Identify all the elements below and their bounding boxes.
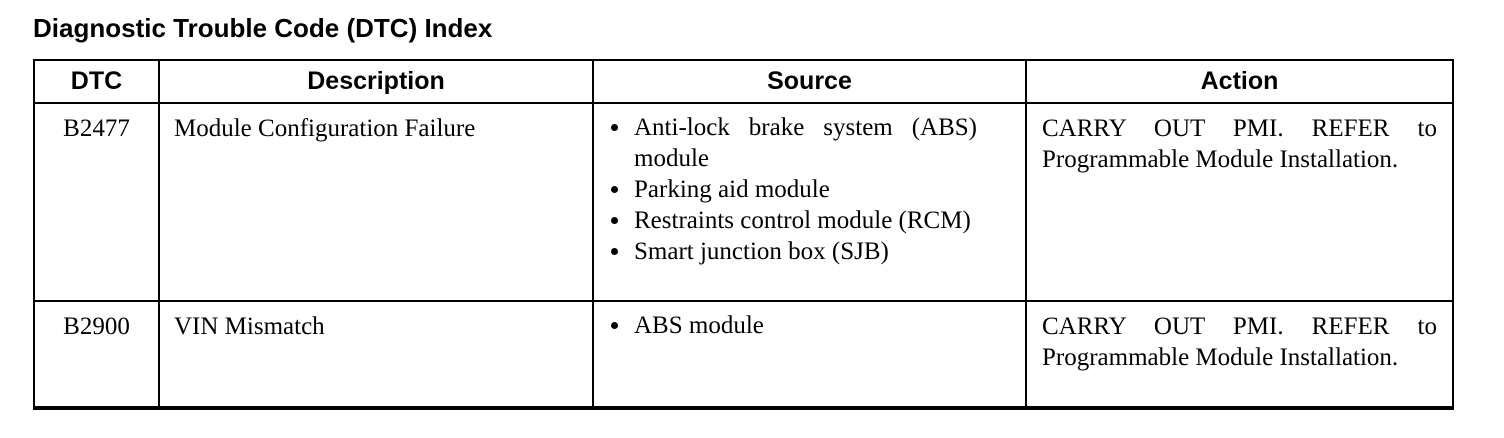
description-cell: VIN Mismatch <box>158 300 594 409</box>
dtc-code-cell: B2477 <box>33 102 160 302</box>
source-list-item: Restraints control module (RCM) <box>632 205 977 236</box>
source-cell: ABS module <box>592 300 1027 409</box>
dtc-index-table: DTC Description Source Action B2477 Modu… <box>33 59 1454 410</box>
column-header-description: Description <box>158 59 594 104</box>
table-header-row: DTC Description Source Action <box>33 59 1454 104</box>
source-list-item: Parking aid module <box>632 174 977 205</box>
source-list-item: Smart junction box (SJB) <box>632 236 977 267</box>
column-header-source: Source <box>592 59 1027 104</box>
source-list: ABS module <box>594 310 1025 341</box>
page-title: Diagnostic Trouble Code (DTC) Index <box>33 13 493 43</box>
source-cell: Anti-lock brake system (ABS) module Park… <box>592 102 1027 302</box>
action-cell: CARRY OUT PMI. REFER to Programmable Mod… <box>1025 102 1454 302</box>
table-row: B2900 VIN Mismatch ABS module CARRY OUT … <box>33 300 1454 409</box>
document-page: Diagnostic Trouble Code (DTC) Index DTC … <box>0 0 1504 410</box>
table-row: B2477 Module Configuration Failure Anti-… <box>33 102 1454 302</box>
action-cell: CARRY OUT PMI. REFER to Programmable Mod… <box>1025 300 1454 409</box>
source-list: Anti-lock brake system (ABS) module Park… <box>594 112 1025 267</box>
source-list-item: Anti-lock brake system (ABS) module <box>632 112 977 174</box>
dtc-code-cell: B2900 <box>33 300 160 409</box>
description-cell: Module Configuration Failure <box>158 102 594 302</box>
source-list-item: ABS module <box>632 310 977 341</box>
column-header-action: Action <box>1025 59 1454 104</box>
column-header-dtc: DTC <box>33 59 160 104</box>
